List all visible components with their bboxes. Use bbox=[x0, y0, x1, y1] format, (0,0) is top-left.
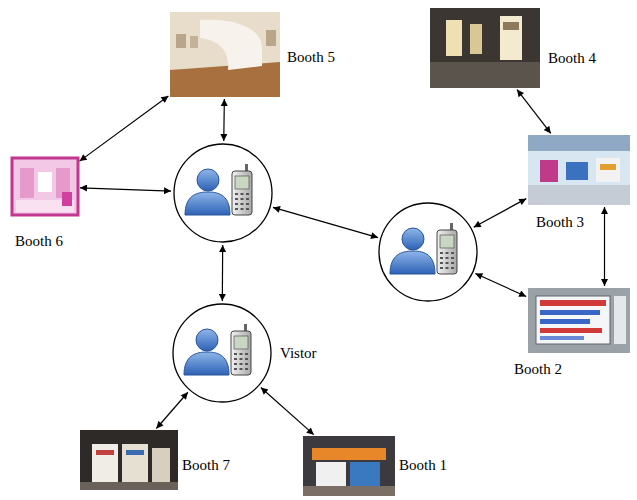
double-arrow bbox=[474, 199, 527, 228]
booth-photo bbox=[303, 436, 395, 496]
circle-outline bbox=[379, 203, 477, 301]
booth-photo bbox=[80, 430, 178, 490]
booth-box: Booth 1 bbox=[303, 436, 395, 496]
double-arrow bbox=[517, 90, 551, 134]
booth-label: Booth 5 bbox=[287, 49, 335, 66]
circle-outline bbox=[172, 303, 272, 403]
booth-box: Booth 5 bbox=[170, 12, 280, 97]
booth-label: Booth 4 bbox=[548, 50, 596, 67]
booth-label: Booth 3 bbox=[536, 214, 584, 231]
circle-outline bbox=[173, 304, 271, 402]
circle-outline bbox=[378, 202, 478, 302]
booth-photo bbox=[430, 8, 540, 88]
visitor-label: Vistor bbox=[280, 345, 317, 362]
booth-label: Booth 1 bbox=[399, 457, 447, 474]
booth-box: Booth 6 bbox=[12, 158, 78, 215]
booth-photo bbox=[12, 158, 78, 215]
booth-box: Booth 3 bbox=[528, 135, 630, 205]
circle-outline bbox=[173, 143, 273, 243]
double-arrow bbox=[80, 188, 171, 191]
booth-photo bbox=[528, 135, 630, 205]
visitor-icon bbox=[184, 324, 251, 375]
double-arrow bbox=[475, 273, 526, 296]
visitor-circle: Vistor bbox=[172, 303, 272, 403]
double-arrow bbox=[223, 99, 225, 141]
visitor-icon bbox=[390, 223, 457, 274]
booth-box: Booth 2 bbox=[528, 288, 630, 353]
booth-box: Booth 7 bbox=[80, 430, 178, 490]
booth-label: Booth 6 bbox=[15, 233, 63, 250]
booth-label: Booth 7 bbox=[182, 457, 230, 474]
double-arrow bbox=[261, 388, 314, 435]
booth-photo bbox=[170, 12, 280, 97]
double-arrow bbox=[222, 245, 224, 301]
double-arrow bbox=[80, 96, 169, 161]
booth-box: Booth 4 bbox=[430, 8, 540, 88]
visitor-circle bbox=[173, 143, 273, 243]
visitor-circle bbox=[378, 202, 478, 302]
double-arrow bbox=[604, 207, 605, 286]
booth-label: Booth 2 bbox=[514, 361, 562, 378]
booth-photo bbox=[528, 288, 630, 353]
double-arrow bbox=[156, 392, 188, 428]
double-arrow bbox=[273, 207, 378, 237]
visitor-icon bbox=[185, 164, 252, 215]
circle-outline bbox=[174, 144, 272, 242]
